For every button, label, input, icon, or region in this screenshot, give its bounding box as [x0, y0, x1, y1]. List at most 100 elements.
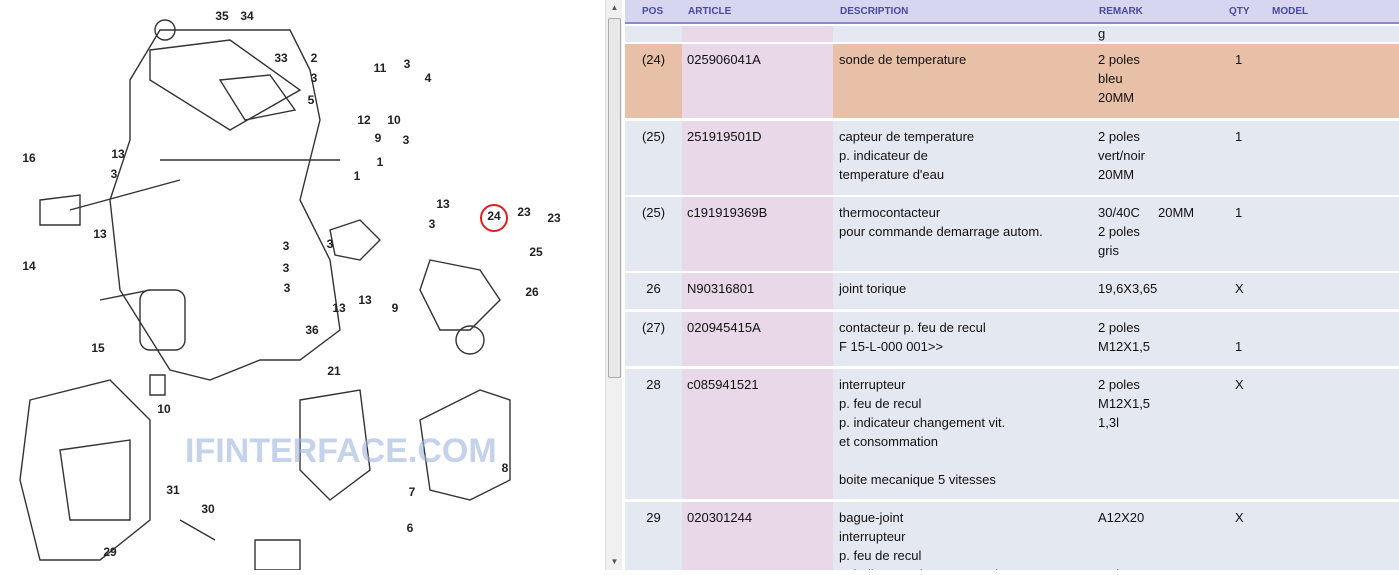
callout-13[interactable]: 13	[358, 293, 372, 307]
cell-article: 020301244	[687, 510, 753, 525]
header-description[interactable]: DESCRIPTION	[840, 6, 909, 17]
vertical-scrollbar[interactable]: ▲ ▼	[605, 0, 622, 570]
callout-23[interactable]: 23	[517, 205, 531, 219]
callout-21[interactable]: 21	[327, 364, 341, 378]
callout-9[interactable]: 9	[375, 131, 382, 145]
header-remark[interactable]: REMARK	[1099, 6, 1143, 17]
callout-8[interactable]: 8	[502, 461, 509, 475]
callout-3[interactable]: 3	[111, 167, 118, 181]
callout-13[interactable]: 13	[93, 227, 107, 241]
callout-1[interactable]: 1	[354, 169, 361, 183]
callout-29[interactable]: 29	[103, 545, 117, 559]
callout-3[interactable]: 3	[327, 237, 334, 251]
scroll-down-arrow-icon[interactable]: ▼	[610, 557, 619, 566]
callout-23[interactable]: 23	[547, 211, 561, 225]
callout-4[interactable]: 4	[425, 71, 432, 85]
cell-qty: 1	[1235, 52, 1243, 67]
cell-pos: (25)	[641, 129, 666, 144]
callout-11[interactable]: 11	[374, 61, 387, 75]
cell-remark: 19,6X3,65	[1098, 281, 1158, 296]
callout-2[interactable]: 2	[311, 51, 318, 65]
scroll-up-arrow-icon[interactable]: ▲	[610, 3, 619, 12]
article-column-bg	[682, 121, 833, 195]
cell-qty: 1	[1235, 129, 1243, 144]
table-row[interactable]: 28 c085941521 interrupteur p. feu de recul…	[625, 369, 1399, 499]
callout-10[interactable]: 10	[387, 113, 401, 127]
article-column-bg	[682, 502, 833, 570]
cell-pos: 28	[646, 377, 661, 392]
callout-26[interactable]: 26	[525, 285, 539, 299]
callout-13[interactable]: 13	[332, 301, 346, 315]
callout-3[interactable]: 3	[311, 71, 318, 85]
callout-3[interactable]: 3	[429, 217, 436, 231]
article-column-bg	[682, 312, 833, 366]
callout-6[interactable]: 6	[407, 521, 414, 535]
callout-13[interactable]: 13	[111, 147, 125, 161]
cell-article: N90316801	[687, 281, 755, 296]
callout-35[interactable]: 35	[215, 9, 229, 23]
article-column-bg	[682, 44, 833, 118]
article-column-bg	[682, 197, 833, 271]
article-column-bg	[682, 369, 833, 499]
cell-qty: 1	[1235, 205, 1243, 220]
header-model[interactable]: MODEL	[1272, 6, 1309, 17]
watermark: IFINTERFACE.COM	[185, 432, 497, 470]
callout-5[interactable]: 5	[308, 93, 315, 107]
cell-description: sonde de temperature	[839, 52, 967, 67]
cell-pos: 29	[646, 510, 661, 525]
cell-pos: (25)	[641, 205, 666, 220]
callout-33[interactable]: 33	[274, 51, 288, 65]
table-row[interactable]: 29 020301244 bague-joint interrupteur p. f…	[625, 502, 1399, 570]
callout-34[interactable]: 34	[240, 9, 254, 23]
callout-3[interactable]: 3	[283, 239, 290, 253]
callout-3[interactable]: 3	[403, 133, 410, 147]
header-pos[interactable]: POS	[642, 6, 664, 17]
scroll-thumb[interactable]	[608, 18, 621, 378]
cell-article: c191919369B	[687, 205, 768, 220]
cell-article: 025906041A	[687, 52, 761, 67]
callout-30[interactable]: 30	[201, 502, 215, 516]
header-qty[interactable]: QTY	[1229, 6, 1250, 17]
cell-remark: 2 poles vert/noir 20MM	[1098, 129, 1145, 182]
callout-9[interactable]: 9	[392, 301, 399, 315]
header-article[interactable]: ARTICLE	[688, 6, 732, 17]
table-header: POS ARTICLE DESCRIPTION REMARK QTY MODEL	[625, 0, 1399, 24]
cell-remark: 30/40C 20MM 2 poles gris	[1098, 205, 1195, 258]
callout-16[interactable]: 16	[22, 151, 36, 165]
cell-qty: X	[1235, 510, 1244, 525]
callout-12[interactable]: 12	[357, 113, 371, 127]
callout-36[interactable]: 36	[305, 323, 319, 337]
article-column-bg	[682, 273, 833, 309]
table-row[interactable]: g	[625, 26, 1399, 42]
callout-24[interactable]: 24	[487, 209, 501, 223]
callout-25[interactable]: 25	[529, 245, 543, 259]
callout-7[interactable]: 7	[409, 485, 416, 499]
callout-3[interactable]: 3	[283, 261, 290, 275]
callout-1[interactable]: 1	[377, 155, 384, 169]
article-column-bg	[682, 26, 833, 42]
callout-3[interactable]: 3	[404, 57, 411, 71]
parts-table: POS ARTICLE DESCRIPTION REMARK QTY MODEL…	[625, 0, 1399, 570]
callout-15[interactable]: 15	[91, 341, 105, 355]
highlight-circle	[480, 204, 508, 232]
cell-description: bague-joint interrupteur p. feu de recul…	[839, 510, 1005, 570]
callout-13[interactable]: 13	[436, 197, 450, 211]
cell-description: interrupteur p. feu de recul p. indicate…	[839, 377, 1006, 487]
cell-pos: (27)	[641, 320, 666, 335]
cell-description: joint torique	[839, 281, 907, 296]
cell-remark: 2 poles M12X1,5	[1098, 320, 1151, 354]
callout-3[interactable]: 3	[284, 281, 291, 295]
cell-article: 020945415A	[687, 320, 761, 335]
callout-10[interactable]: 10	[157, 402, 171, 416]
cell-remark: 2 poles M12X1,5 1,3l	[1098, 377, 1151, 430]
callout-31[interactable]: 31	[166, 483, 180, 497]
callout-14[interactable]: 14	[22, 259, 36, 273]
cell-article: c085941521	[687, 377, 759, 392]
